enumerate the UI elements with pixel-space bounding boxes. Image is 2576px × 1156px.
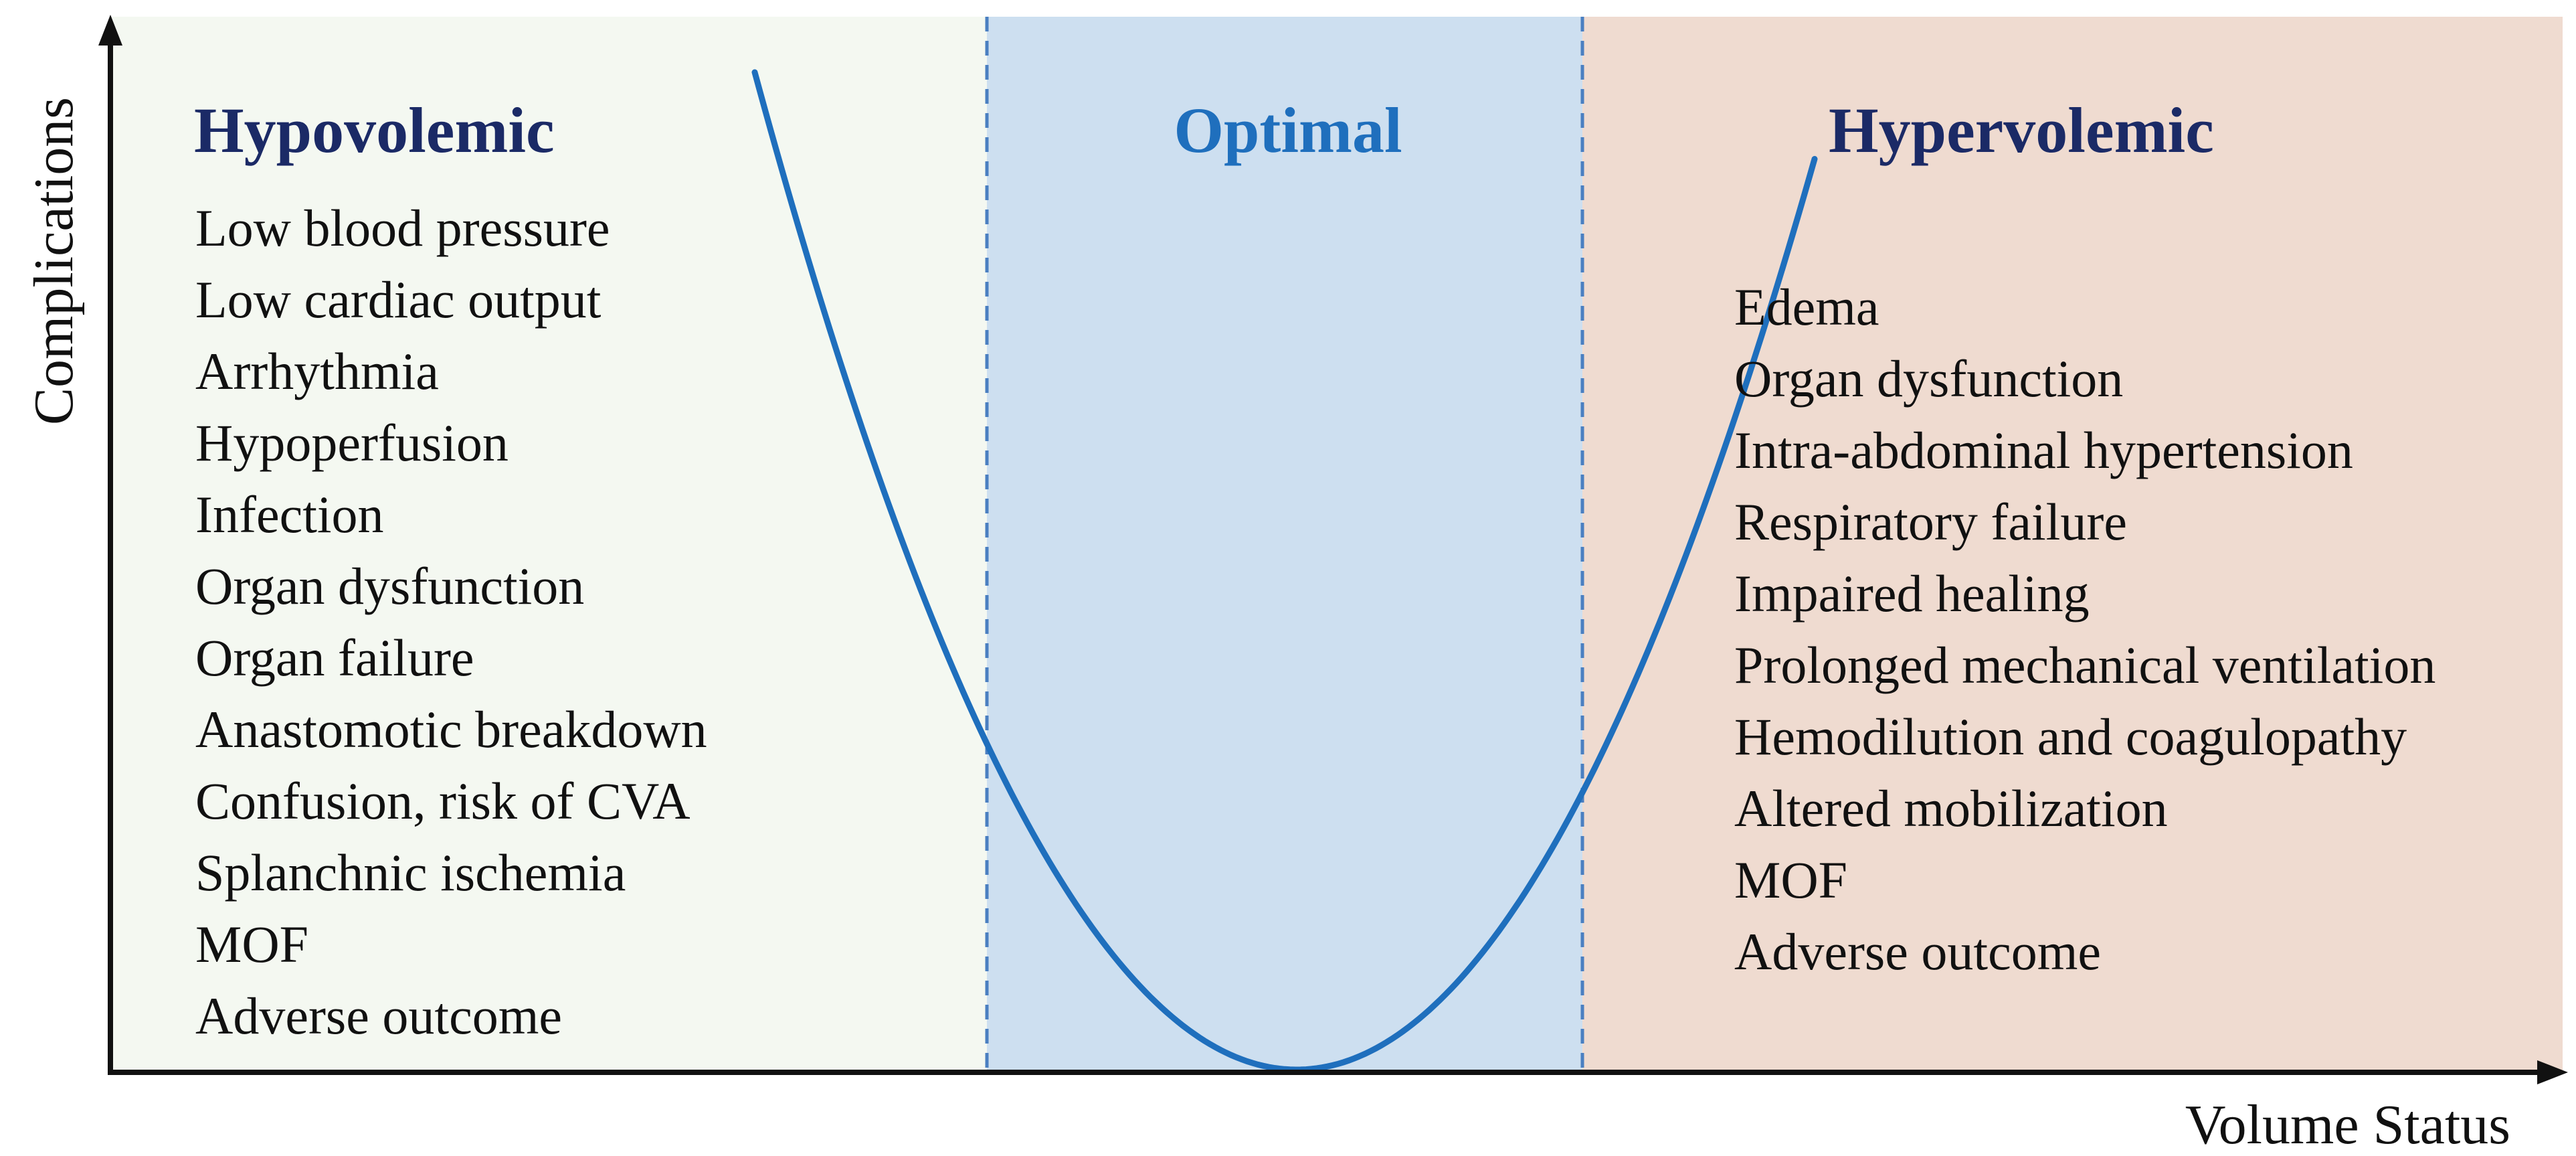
- complication-item: Impaired healing: [1734, 564, 2090, 623]
- complications-curve: [751, 69, 1818, 1073]
- complication-item: Splanchnic ischemia: [195, 843, 626, 902]
- x-axis-label: Volume Status: [2185, 1094, 2510, 1156]
- complication-item: Organ dysfunction: [195, 557, 584, 615]
- complication-item: MOF: [195, 915, 308, 973]
- complication-item: Intra-abdominal hypertension: [1734, 421, 2353, 479]
- complication-item: Hypoperfusion: [195, 414, 509, 472]
- optimal-zone: [987, 17, 1582, 1071]
- hypervolemic-title: Hypervolemic: [1829, 94, 2214, 166]
- hypovolemic-zone: [110, 17, 987, 1071]
- complication-item: Low cardiac output: [195, 270, 602, 329]
- complication-item: Anastomotic breakdown: [195, 700, 707, 758]
- complication-item: Low blood pressure: [195, 199, 610, 257]
- y-axis-arrowhead: [98, 15, 122, 46]
- complication-item: Organ failure: [195, 629, 474, 687]
- hypervolemic-zone: [1582, 17, 2563, 1071]
- complication-item: Edema: [1734, 278, 1879, 336]
- y-axis-label: Complications: [23, 97, 85, 425]
- complication-item: Altered mobilization: [1734, 779, 2168, 837]
- hypovolemic-title: Hypovolemic: [194, 94, 555, 166]
- complication-item: Organ dysfunction: [1734, 349, 2123, 408]
- complication-item: Adverse outcome: [195, 987, 562, 1045]
- complication-item: Infection: [195, 485, 384, 544]
- complication-item: Confusion, risk of CVA: [195, 772, 691, 830]
- complication-item: Hemodilution and coagulopathy: [1734, 708, 2407, 766]
- x-axis-arrowhead: [2537, 1060, 2568, 1084]
- complication-item: MOF: [1734, 851, 1847, 909]
- complication-item: Respiratory failure: [1734, 493, 2127, 551]
- complication-item: Arrhythmia: [195, 342, 439, 400]
- complication-item: Adverse outcome: [1734, 922, 2101, 981]
- optimal-title: Optimal: [1174, 94, 1402, 166]
- complication-item: Prolonged mechanical ventilation: [1734, 636, 2435, 694]
